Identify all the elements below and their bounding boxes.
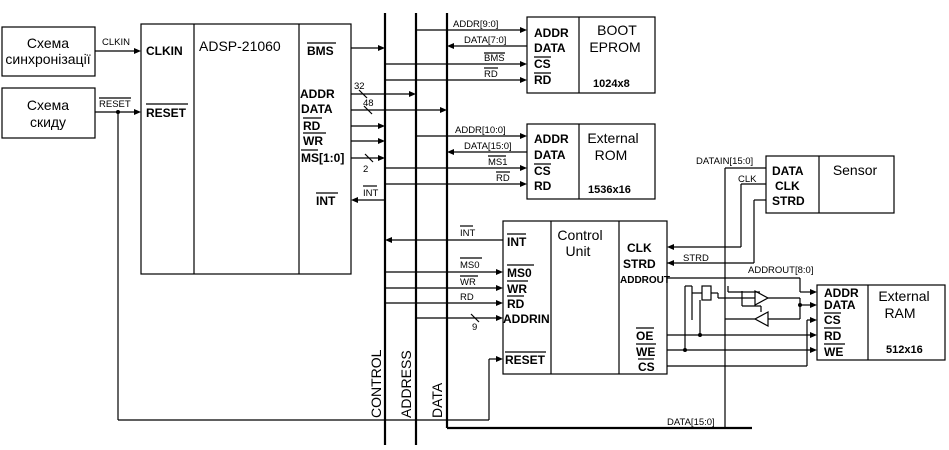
control-unit-block: Control Unit INT MS0 WR RD ADDRIN RESET …: [502, 220, 670, 375]
data-bottom-signal: DATA[15:0]: [667, 417, 715, 428]
dsp-block: ADSP-21060 CLKIN RESET BMS ADDR DATA RD …: [140, 23, 352, 275]
boot-data: DATA: [534, 41, 566, 55]
cu-wr: WR: [507, 282, 527, 296]
sensor-wiring: DATAIN[15:0] CLK STRD: [667, 156, 766, 428]
boot-addr: ADDR: [534, 26, 569, 40]
rom-title-1: External: [587, 130, 638, 146]
reset-label-2: скиду: [30, 114, 66, 130]
ram-data: DATA: [824, 298, 856, 312]
addr90-signal: ADDR[9:0]: [453, 19, 498, 30]
rom-addr: ADDR: [534, 132, 569, 146]
boot-cs: CS: [534, 57, 551, 71]
address-bus-label: ADDRESS: [398, 350, 414, 418]
boot-title-2: EPROM: [589, 39, 640, 55]
dsp-ms: MS[1:0]: [301, 151, 344, 165]
buses: CONTROL ADDRESS DATA: [368, 13, 752, 445]
external-ram-block: External RAM 512x16 ADDR DATA CS RD WE: [816, 284, 946, 361]
sync-label-2: синхронізації: [5, 51, 90, 67]
addrout-signal: ADDROUT[8:0]: [748, 265, 813, 276]
dsp-addr: ADDR: [300, 87, 335, 101]
boot-eprom-block: BOOT EPROM 1024x8 ADDR DATA CS RD: [526, 16, 656, 94]
ram-title-2: RAM: [884, 305, 915, 321]
ram-we: WE: [824, 345, 843, 359]
rom-wiring: ADDR[10:0] DATA[15:0] MS1 RD: [385, 125, 527, 187]
cu-title-1: Control: [557, 227, 602, 243]
rom-cs: CS: [534, 164, 551, 178]
sensor-strd: STRD: [772, 194, 805, 208]
sensor-data: DATA: [772, 164, 804, 178]
ram-rd: RD: [824, 329, 842, 343]
dsp-reset: RESET: [146, 106, 187, 120]
cu-ms0: MS0: [507, 266, 532, 280]
dsp-clkin: CLKIN: [146, 44, 183, 58]
boot-rd: RD: [534, 73, 552, 87]
rom-size: 1536x16: [588, 184, 631, 196]
dsp-data: DATA: [301, 102, 333, 116]
dsp-int: INT: [316, 194, 336, 208]
ram-wiring: ADDROUT[8:0]: [667, 265, 817, 428]
cu-cs: CS: [638, 360, 655, 374]
sync-label-1: Схема: [27, 35, 69, 51]
ms0-signal: MS0: [460, 260, 480, 271]
ms1-signal: MS1: [488, 157, 508, 168]
bits-48: 48: [363, 98, 374, 109]
wr-signal: WR: [460, 277, 476, 288]
boot-title-1: BOOT: [597, 22, 637, 38]
sensor-block: Sensor DATA CLK STRD: [765, 155, 895, 214]
dsp-bus-wiring: 32 48 2 INT: [351, 45, 447, 203]
bits-9: 9: [472, 322, 477, 333]
reset-signal: RESET: [99, 99, 131, 110]
clkin-signal: CLKIN: [102, 37, 130, 48]
rom-title-2: ROM: [595, 147, 628, 163]
ram-addr: ADDR: [824, 286, 859, 300]
cu-strd: STRD: [623, 257, 656, 271]
sync-block: Схема синхронізації: [1, 26, 96, 77]
strd-signal: STRD: [683, 253, 709, 264]
rd-signal-cu: RD: [460, 292, 474, 303]
rom-rd: RD: [534, 179, 552, 193]
int-signal-dsp: INT: [363, 188, 379, 199]
ram-title-1: External: [878, 288, 929, 304]
sensor-clk: CLK: [775, 179, 800, 193]
ram-cs: CS: [824, 313, 841, 327]
bits-2: 2: [363, 164, 368, 175]
cu-rd: RD: [507, 297, 525, 311]
cu-we: WE: [636, 345, 655, 359]
int-signal-cu: INT: [460, 228, 476, 239]
cu-addrin: ADDRIN: [503, 312, 550, 326]
rd-signal-boot: RD: [484, 69, 498, 80]
boot-wiring: ADDR[9:0] DATA[7:0] BMS RD: [385, 19, 527, 83]
clock-reset-wiring: CLKIN RESET: [95, 37, 503, 421]
reset-label-1: Схема: [27, 97, 69, 113]
data-bus-label: DATA: [429, 382, 445, 418]
cu-title-2: Unit: [566, 243, 591, 259]
rom-data: DATA: [534, 148, 566, 162]
reset-block: Схема скиду: [1, 87, 96, 139]
control-unit-wiring: INT MS0 WR RD 9: [385, 225, 503, 333]
external-rom-block: External ROM 1536x16 ADDR DATA CS RD: [526, 123, 656, 200]
ram-size: 512x16: [886, 344, 923, 356]
datain-signal: DATAIN[15:0]: [696, 156, 753, 167]
bits-32: 32: [354, 81, 365, 92]
addr100-signal: ADDR[10:0]: [455, 125, 506, 136]
data150-signal: DATA[15:0]: [464, 141, 512, 152]
cu-int: INT: [507, 235, 527, 249]
cu-reset: RESET: [505, 353, 546, 367]
boot-size: 1024x8: [593, 78, 630, 90]
dsp-rd: RD: [303, 119, 321, 133]
sensor-title: Sensor: [833, 162, 878, 178]
dsp-name: ADSP-21060: [199, 38, 281, 54]
cu-oe: OE: [636, 329, 653, 343]
clk-signal-sensor: CLK: [738, 174, 757, 185]
dsp-bms: BMS: [307, 44, 334, 58]
bms-signal: BMS: [484, 53, 505, 64]
dsp-wr: WR: [303, 134, 323, 148]
rd-signal-rom: RD: [496, 173, 510, 184]
cu-addrout: ADDROUT: [620, 275, 670, 286]
control-bus-label: CONTROL: [368, 349, 384, 418]
cu-clk: CLK: [627, 241, 652, 255]
data70-signal: DATA[7:0]: [464, 35, 506, 46]
